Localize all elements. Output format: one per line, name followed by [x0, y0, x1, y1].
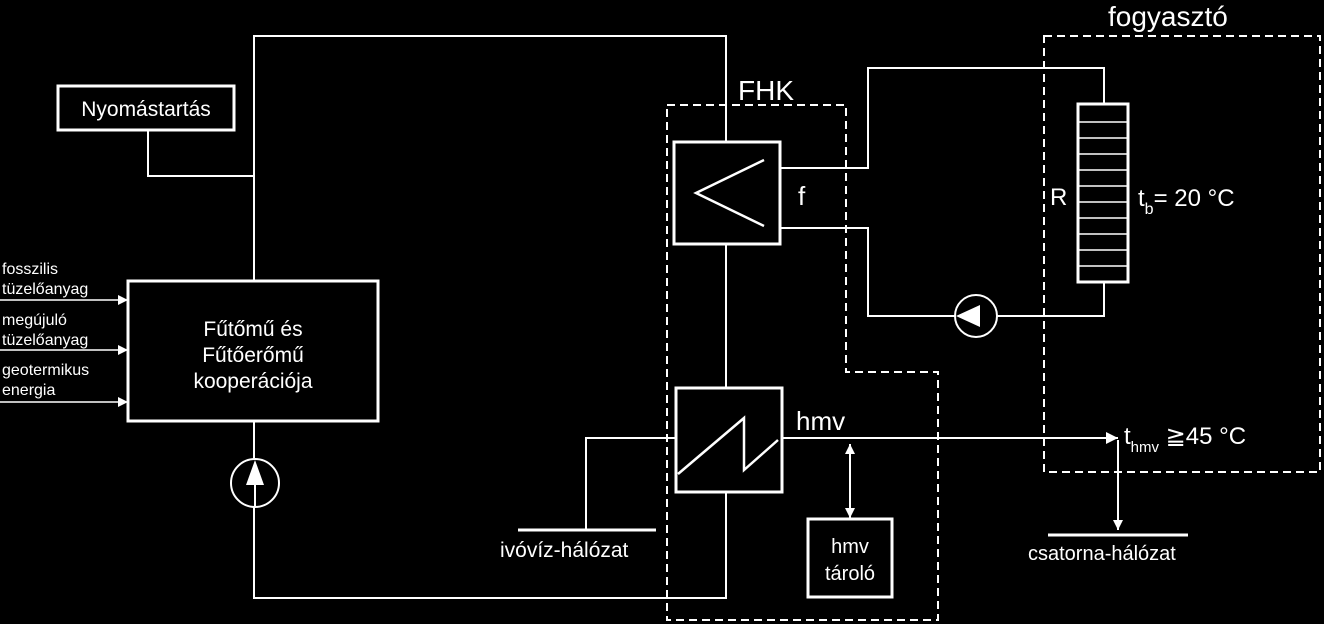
input-fossil-line2: tüzelőanyag — [2, 281, 88, 298]
dhw-pipes — [518, 432, 1188, 537]
storage-label-line1: hmv — [831, 536, 869, 558]
fhk-boundary — [666, 104, 939, 621]
radiator-icon — [1076, 102, 1130, 284]
pump-icon — [230, 458, 280, 508]
input-fossil-line1: fosszilis — [2, 261, 58, 278]
secondary-pump-icon — [954, 294, 998, 338]
fhk-label: FHK — [738, 75, 794, 106]
plant-box — [126, 279, 380, 423]
storage-label-line2: tároló — [825, 563, 875, 585]
thmv-label: thmv ≧45 °C — [1124, 423, 1246, 456]
plant-label-line1: Fűtőmű és — [203, 318, 302, 341]
input-arrows — [0, 295, 128, 407]
input-geo-line1: geotermikus — [2, 362, 89, 379]
input-geo-line2: energia — [2, 382, 55, 399]
fogyaszto-boundary — [1043, 35, 1321, 473]
plant-label-line2: Fűtőerőmű — [202, 344, 304, 367]
fogyaszto-label: fogyasztó — [1108, 1, 1228, 32]
nyomastartas-box — [56, 84, 236, 132]
tb-label: tb= 20 °C — [1138, 185, 1235, 218]
input-labels: fosszilis tüzelőanyag megújuló tüzelőany… — [2, 261, 89, 399]
nyomastartas-label: Nyomástartás — [81, 98, 211, 121]
dhw-heat-exchanger-icon — [674, 386, 784, 494]
hmv-label: hmv — [796, 406, 845, 436]
r-label: R — [1050, 184, 1067, 211]
input-renew-line2: tüzelőanyag — [2, 332, 88, 349]
heating-circuit-pipes — [780, 67, 1105, 317]
plant-label-line3: kooperációja — [193, 370, 312, 393]
primary-pipes — [147, 35, 727, 599]
storage-box — [806, 517, 894, 599]
ivoviz-label: ivóvíz-hálózat — [500, 539, 629, 562]
f-label: f — [798, 181, 806, 211]
input-renew-line1: megújuló — [2, 312, 67, 329]
heat-exchanger-icon — [672, 140, 782, 246]
csatorna-label: csatorna-hálózat — [1028, 543, 1176, 565]
